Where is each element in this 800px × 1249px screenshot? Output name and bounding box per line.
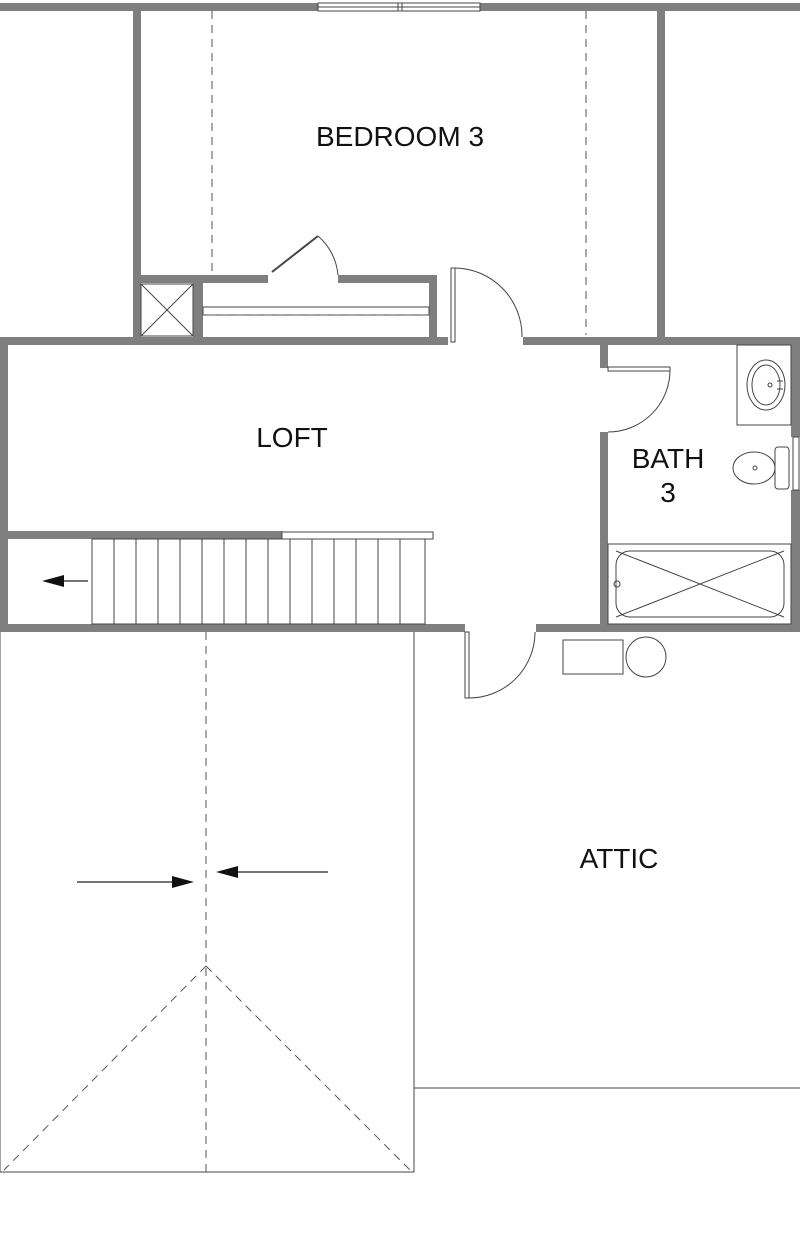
bedroom-door xyxy=(450,267,523,343)
sink-icon xyxy=(736,344,792,426)
bath-3-area: BATH 3 xyxy=(600,337,800,632)
wall-bath-right-top xyxy=(791,337,800,437)
wall-loft-top-right xyxy=(523,337,800,345)
wall-lower-loft-left xyxy=(0,624,465,632)
loft-area: LOFT xyxy=(0,267,800,699)
toilet-icon xyxy=(732,446,790,490)
arrow-left-icon xyxy=(42,575,88,587)
closet-wall-top-left xyxy=(133,275,268,283)
stair-rail xyxy=(281,531,434,540)
roof-outline xyxy=(0,632,415,1173)
roof-hip-right xyxy=(205,965,411,1171)
closet-wall-right xyxy=(429,275,437,339)
closet-shelf xyxy=(202,306,430,316)
wall-bedroom-right xyxy=(657,3,665,339)
bathtub-icon xyxy=(607,543,792,625)
linen-closet xyxy=(140,283,194,337)
wall-bedroom-left xyxy=(133,3,141,339)
room-label-bath-3-line2: 3 xyxy=(660,477,676,508)
bath-window xyxy=(792,436,800,491)
roof-hip-left xyxy=(3,965,207,1171)
wall-loft-top-left xyxy=(0,337,448,345)
wall-bath-left-top xyxy=(600,345,608,368)
wall-top-left xyxy=(0,3,318,11)
closet-divider xyxy=(193,283,203,339)
stair-treads xyxy=(91,538,426,625)
room-label-bedroom-3: BEDROOM 3 xyxy=(316,121,484,152)
bedroom-3-area: BEDROOM 3 xyxy=(0,2,800,339)
wall-loft-left xyxy=(0,337,8,632)
arrow-left-icon xyxy=(216,866,328,878)
room-label-loft: LOFT xyxy=(256,422,328,453)
attic-area: ATTIC xyxy=(0,632,800,1173)
closet-door xyxy=(271,235,339,276)
wall-lower-loft-right xyxy=(536,624,800,632)
top-window xyxy=(317,2,481,12)
attic-door xyxy=(464,631,536,699)
wall-top-right xyxy=(480,3,800,11)
water-heater-icon xyxy=(562,636,667,678)
room-label-bath-3-line1: BATH xyxy=(632,443,705,474)
stair-wall-top xyxy=(8,531,282,539)
wall-bath-left-bottom xyxy=(600,432,608,632)
bath-door xyxy=(607,366,671,433)
wall-bath-right-bottom xyxy=(791,490,800,632)
arrow-right-icon xyxy=(77,876,194,888)
closet-wall-top-right xyxy=(338,275,437,283)
room-label-attic: ATTIC xyxy=(580,843,659,874)
